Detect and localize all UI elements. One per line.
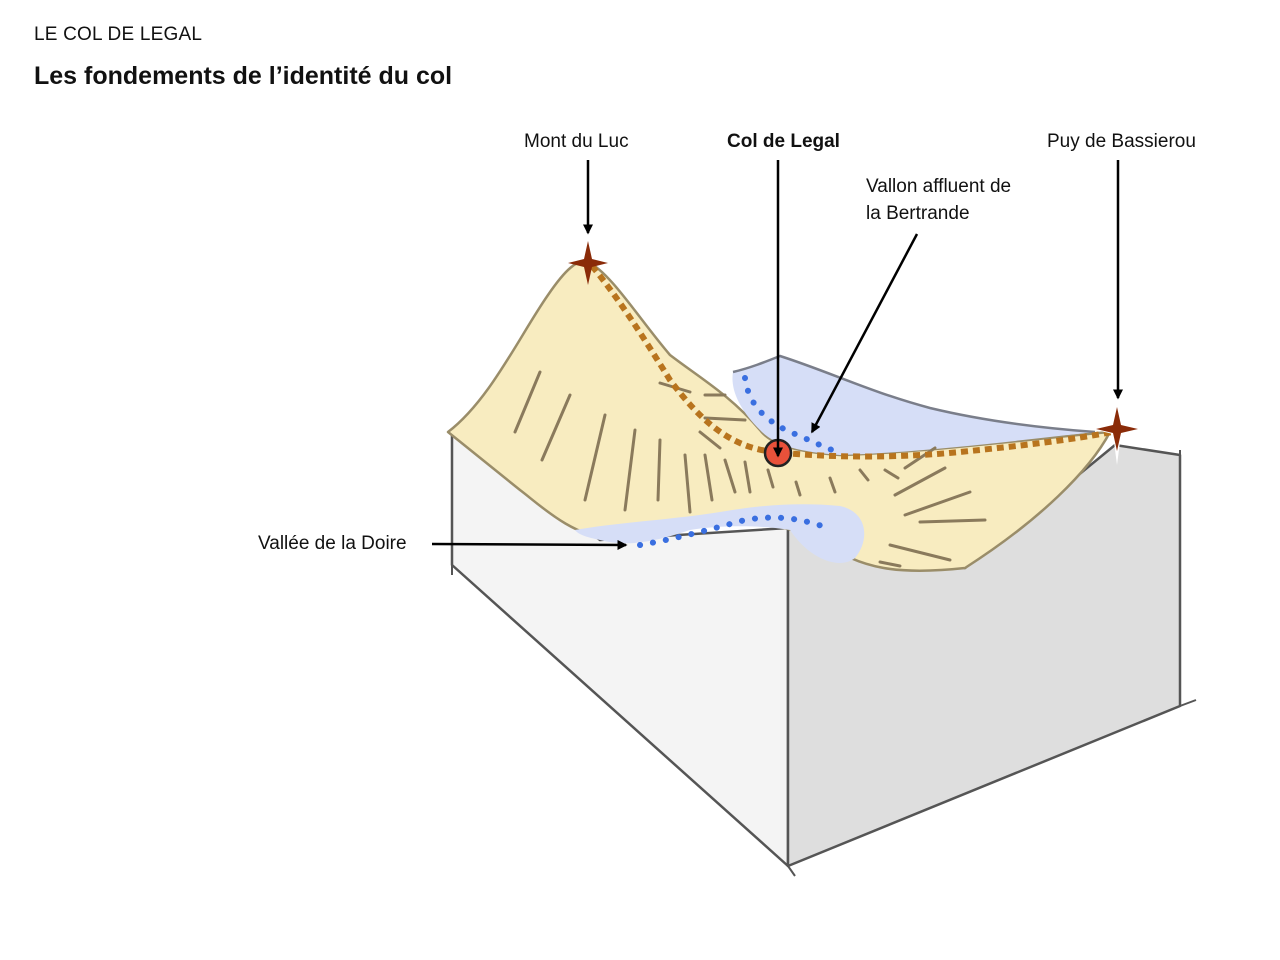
sketch-edge-strokes (451, 432, 1197, 877)
summit-puy-de-bassierou-marker (1092, 404, 1142, 465)
vallon-basin (732, 356, 1095, 455)
label-vallee-de-la-doire: Vallée de la Doire (258, 533, 407, 554)
label-vallon-affluent: Vallon affluent de la Bertrande (866, 173, 1011, 227)
ridge-line (589, 264, 1113, 460)
page-supertitle: LE COL DE LEGAL (34, 24, 203, 45)
label-col-de-legal: Col de Legal (727, 131, 840, 152)
label-mont-du-luc: Mont du Luc (524, 131, 629, 152)
label-vallon-line-2: la Bertrande (866, 203, 970, 224)
label-vallon-line-1: Vallon affluent de (866, 176, 1012, 197)
page-title: Les fondements de l’identité du col (34, 62, 453, 90)
label-puy-de-bassierou: Puy de Bassierou (1047, 131, 1196, 152)
annotation-arrows (431, 160, 1123, 550)
vallon-rim (732, 354, 1096, 434)
slope-hatching (513, 370, 987, 568)
summit-mont-du-luc-marker (568, 241, 608, 285)
stream-doire (637, 514, 831, 548)
